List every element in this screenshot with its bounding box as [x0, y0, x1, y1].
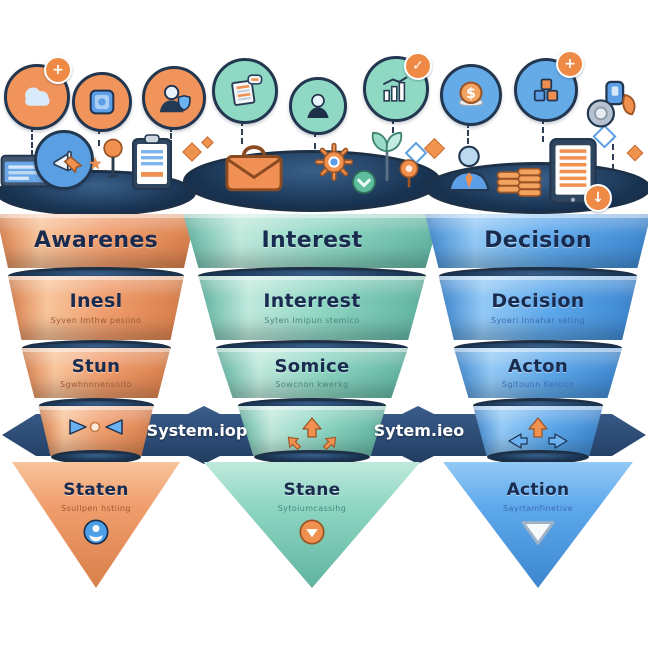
dotted-connector — [314, 131, 316, 149]
gadget-cluster-icon — [584, 80, 640, 132]
sparkle-decoration — [202, 137, 213, 148]
awareness-funnel-flow-icons — [39, 416, 154, 438]
down-triangle-icon — [443, 518, 633, 548]
ribbon-right-label: Sytem.ieo — [373, 421, 465, 440]
decision-funnel-outcome-sublabel: Sayrtamfinetive — [503, 504, 573, 513]
interest-funnel-outcome-sublabel: Sytoiumcassihg — [277, 504, 347, 513]
clipboard-icon — [128, 132, 176, 194]
person-icon — [289, 77, 347, 135]
awareness-funnel-stage1-sublabel: Syven Imthw pesiino — [50, 316, 142, 325]
plus-badge: + — [556, 50, 584, 78]
decision-funnel-flow-icons — [473, 416, 603, 452]
interest-funnel-stage2-sublabel: Sowcnon kwerkg — [275, 380, 349, 389]
gear-icon — [314, 142, 354, 182]
plus-badge: + — [44, 56, 72, 84]
dotted-connector — [392, 118, 394, 142]
megaphone-cursor-icon — [34, 130, 94, 190]
awareness-funnel-tier-4 — [38, 406, 154, 456]
interest-funnel-flow-icons — [238, 416, 386, 452]
ribbon-left-label: System.iop — [146, 421, 248, 440]
decision-funnel-title: Decision — [484, 228, 592, 253]
dollar-coin-icon: $ — [440, 64, 502, 126]
decision-funnel-tier-title: Decision — [425, 214, 648, 268]
awareness-funnel-outcome-sublabel: Ssullpen hstiing — [61, 504, 131, 513]
photo-app-icon — [72, 72, 132, 132]
awareness-funnel-stage2-sublabel: Sgwhnnnensoito — [60, 380, 132, 389]
decision-funnel-tier-4 — [473, 406, 603, 456]
interest-funnel-tier-title: Interest — [183, 214, 441, 268]
sparkle-decoration — [425, 139, 444, 158]
down-arrow-circle-icon — [204, 518, 421, 546]
star-icon: ★ — [88, 154, 103, 173]
interest-funnel-title: Interest — [261, 228, 363, 253]
awareness-funnel-opening-5 — [51, 450, 141, 464]
dotted-connector — [542, 118, 544, 142]
awareness-funnel-title: Awarenes — [33, 228, 159, 253]
dotted-connector — [467, 122, 469, 152]
document-chat-icon — [212, 58, 278, 124]
interest-funnel-stage1-sublabel: Syten Imipun stemico — [264, 316, 360, 325]
awareness-funnel-stage1-label: Inesl — [69, 290, 123, 312]
dotted-connector — [170, 126, 172, 146]
decision-funnel-stage1-sublabel: Syoeri Innahar seting — [491, 316, 585, 325]
dotted-connector — [98, 128, 100, 146]
coins-icon — [494, 158, 546, 200]
person-shield-icon — [142, 66, 206, 130]
interest-funnel-outcome-label: Stane — [283, 480, 341, 500]
down-arrow-badge: ↓ — [584, 184, 612, 212]
awareness-funnel-tier-title: Awarenes — [0, 214, 196, 268]
dotted-connector — [612, 134, 614, 170]
awareness-funnel-outcome-label: Staten — [63, 480, 129, 500]
lollipop-icon — [100, 138, 126, 182]
decision-funnel-stage2-label: Acton — [508, 356, 568, 377]
check-badge: ✓ — [404, 52, 432, 80]
envelope-icon — [222, 144, 286, 194]
person-circle-icon — [12, 518, 180, 546]
interest-funnel-stage1-label: Interrest — [263, 290, 361, 312]
decision-funnel-stage1-label: Decision — [491, 290, 585, 312]
interest-funnel-tier-4 — [237, 406, 387, 456]
bar-chart-check-icon — [363, 56, 429, 122]
decision-funnel-opening-5 — [487, 450, 589, 464]
sparkle-decoration — [627, 145, 643, 161]
decision-funnel-stage2-sublabel: Sgltounn Kelsico — [501, 380, 575, 389]
pin-icon — [398, 158, 420, 190]
awareness-funnel-stage2-label: Stun — [71, 356, 121, 377]
dotted-connector — [31, 126, 33, 156]
check-circle-icon — [350, 168, 378, 196]
svg-text:$: $ — [466, 86, 476, 102]
interest-funnel-stage2-label: Somice — [274, 356, 350, 377]
tablet-icon — [546, 136, 600, 206]
person-bust-icon — [446, 142, 492, 192]
decision-funnel-outcome-label: Action — [506, 480, 570, 500]
interest-funnel-opening-5 — [253, 450, 371, 464]
dotted-connector — [241, 120, 243, 144]
sparkle-decoration — [183, 143, 201, 161]
plant-icon — [370, 128, 404, 184]
